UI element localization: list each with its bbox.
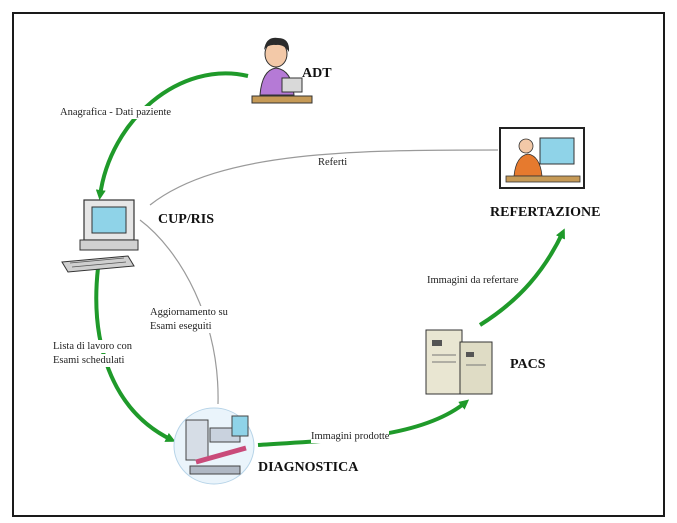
edge-label-referti: Referti (318, 156, 348, 169)
edge-label-immagini-prodotte: Immagini prodotte (311, 430, 390, 443)
computer-workstation-icon (61, 199, 139, 273)
node-label-diagnostica: DIAGNOSTICA (258, 460, 359, 475)
server-cabinet-icon (425, 329, 493, 395)
edge-label-anagrafica: Anagrafica - Dati paziente (60, 106, 172, 119)
edge-cup-to-diagnostica (94, 267, 176, 442)
node-label-cup-ris: CUP/RIS (158, 212, 215, 227)
edge-refertazione-to-cup (149, 149, 499, 206)
edge-label-lista-line1: Lista di lavoro con (53, 340, 133, 353)
node-label-pacs: PACS (510, 357, 546, 372)
person-at-desk-icon (251, 37, 313, 104)
edge-label-aggiornamento-line2: Esami eseguiti (150, 320, 212, 333)
edge-adt-to-cup (95, 71, 249, 200)
node-label-adt: ADT (302, 66, 332, 81)
edge-label-aggiornamento-line1: Aggiornamento su (150, 306, 228, 319)
reporting-workstation-icon (499, 127, 585, 189)
edge-pacs-to-refertazione (478, 228, 565, 327)
node-label-refertazione: REFERTAZIONE (490, 205, 601, 220)
edge-label-lista-line2: Esami schedulati (53, 354, 125, 367)
imaging-equipment-icon (173, 407, 255, 485)
edge-diagnostica-to-cup (139, 219, 219, 405)
edge-label-immagini-da-refertare: Immagini da refertare (427, 274, 519, 287)
